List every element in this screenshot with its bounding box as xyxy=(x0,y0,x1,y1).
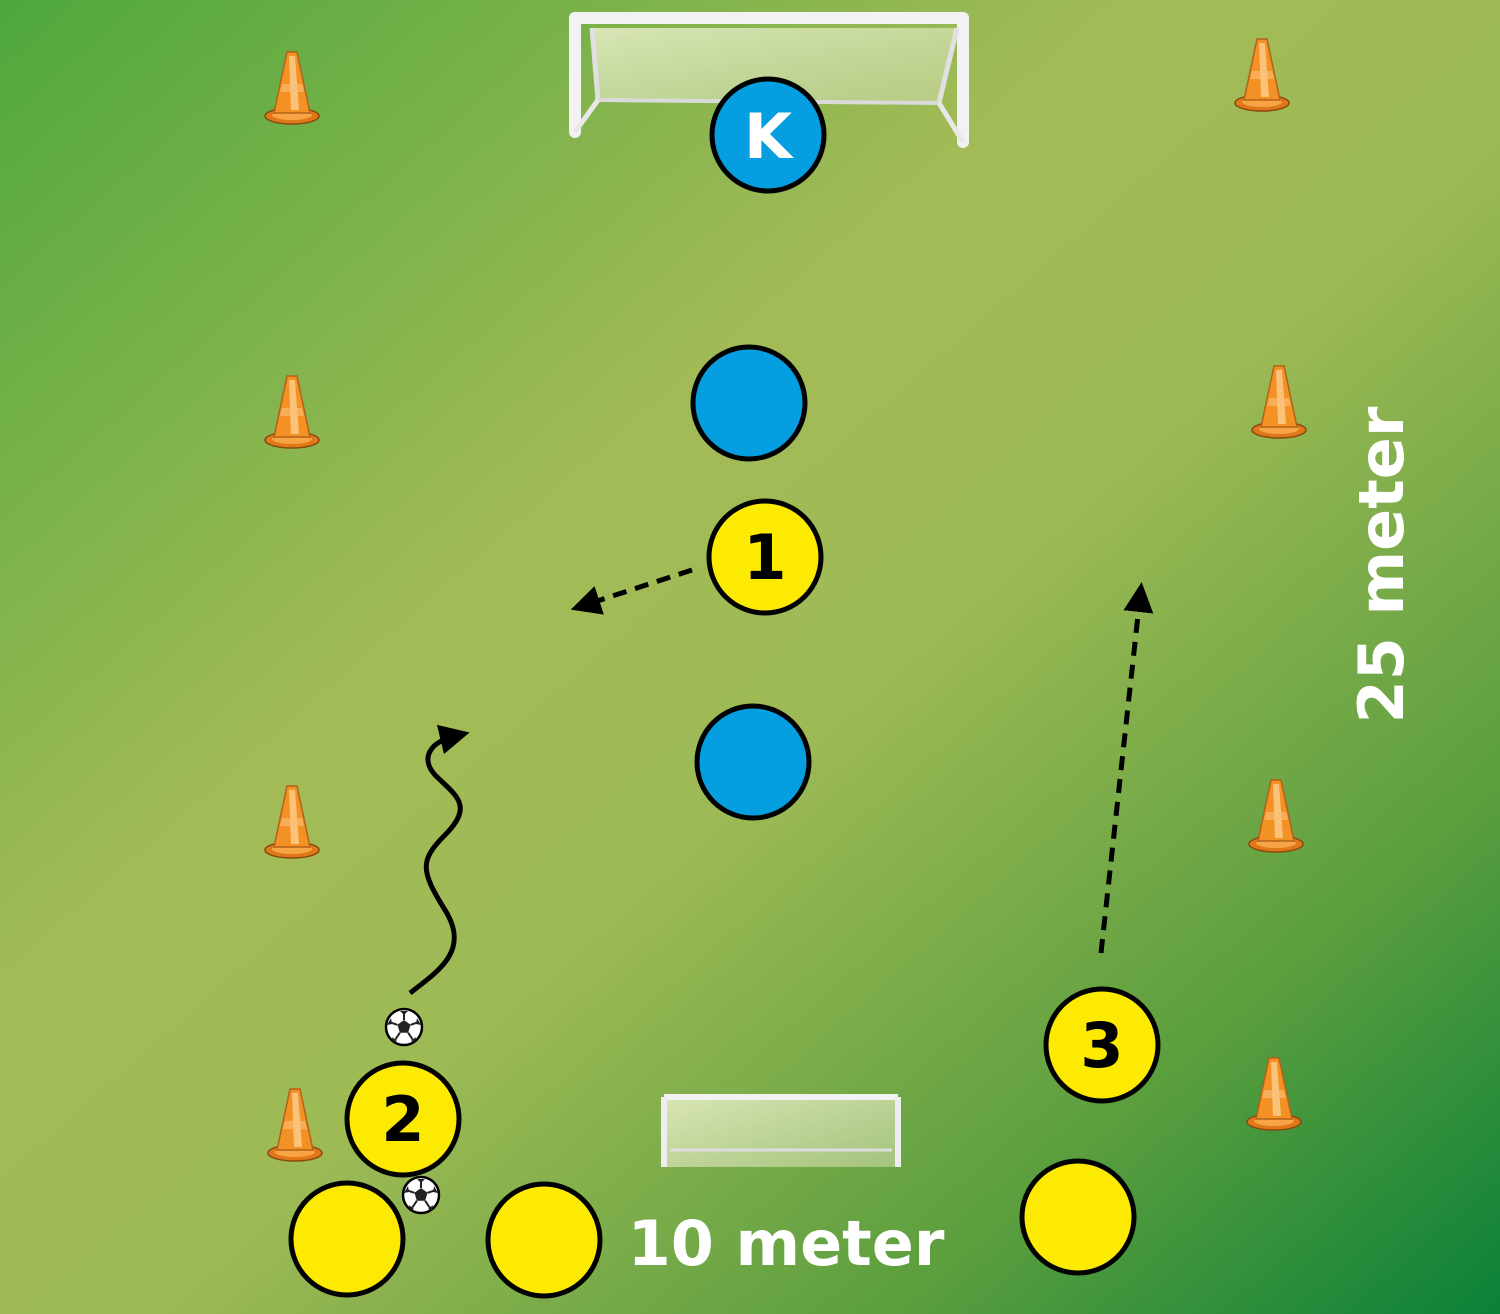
dribble-arrow xyxy=(408,724,470,995)
keeper-marker: K xyxy=(709,76,827,194)
player-3-marker: 3 xyxy=(1043,986,1161,1104)
defender-marker xyxy=(690,344,808,462)
defender-marker xyxy=(694,703,812,821)
player-1-label: 1 xyxy=(743,521,786,594)
player-3-label: 3 xyxy=(1080,1009,1123,1082)
ball-icon xyxy=(401,1175,441,1215)
player-1-marker: 1 xyxy=(706,498,824,616)
length-dimension-label: 25 meter xyxy=(1345,406,1418,723)
player-2-label: 2 xyxy=(381,1083,424,1156)
waiting-player-marker xyxy=(1019,1158,1137,1276)
keeper-label: K xyxy=(744,100,794,173)
player-2-marker: 2 xyxy=(344,1060,462,1178)
waiting-player-marker xyxy=(288,1180,406,1298)
run-arrow xyxy=(570,567,693,615)
run-arrow xyxy=(1098,582,1154,954)
ball-icon xyxy=(384,1007,424,1047)
waiting-player-marker xyxy=(485,1181,603,1299)
width-dimension-label: 10 meter xyxy=(628,1207,945,1280)
goal-icon xyxy=(661,1094,901,1167)
